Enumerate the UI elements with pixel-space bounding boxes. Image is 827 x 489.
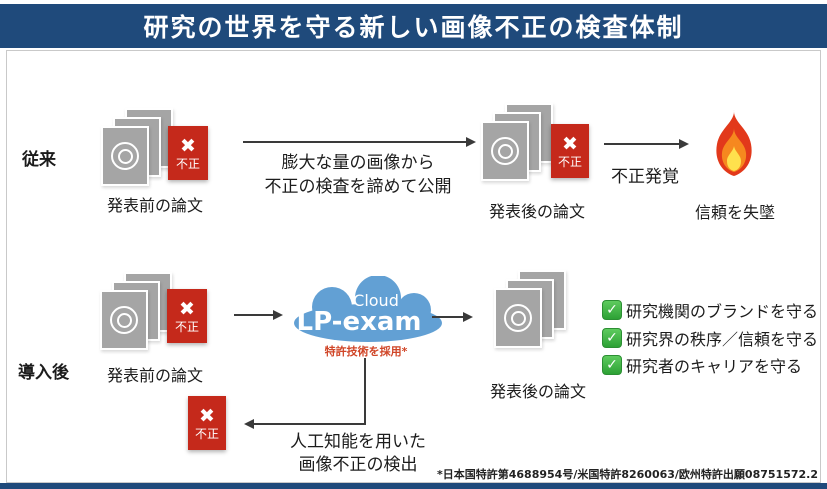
flow-arrow-to-cloud: [234, 310, 283, 320]
caption-papers-pre-after: 発表前の論文: [106, 366, 203, 385]
check-icon: ✓: [602, 355, 622, 375]
image-emblem-icon: [111, 142, 139, 170]
arrowhead-icon: [463, 312, 473, 322]
caption-papers-post-before: 発表後の論文: [488, 202, 585, 221]
fraud-badge: ✖ 不正: [551, 124, 589, 178]
benefit-item: ✓ 研究者のキャリアを守る: [602, 354, 802, 376]
paper-sheet: [101, 126, 149, 186]
image-emblem-icon: [110, 306, 138, 334]
connector-line: [364, 358, 366, 425]
fraud-badge-label: 不正: [174, 319, 199, 334]
benefit-label: 研究者のキャリアを守る: [626, 357, 803, 376]
cloud-icon: Cloud LP-exam: [292, 275, 444, 342]
x-icon: ✖: [199, 404, 215, 427]
caption-papers-post-after: 発表後の論文: [489, 382, 586, 401]
check-icon: ✓: [602, 300, 622, 320]
discovery-label: 不正発覚: [611, 167, 679, 187]
fraud-badge: ✖ 不正: [188, 396, 226, 450]
fraud-badge: ✖ 不正: [168, 126, 208, 180]
row-label-after: 導入後: [18, 363, 69, 383]
benefit-label: 研究機関のブランドを守る: [626, 302, 819, 321]
trust-lost-label: 信頼を失墜: [694, 203, 775, 222]
connector-line: [253, 423, 366, 425]
paper-sheet: [481, 121, 529, 181]
arrowhead-icon: [679, 139, 689, 149]
row-label-before: 従来: [22, 150, 56, 170]
bottom-accent-bar: [0, 483, 827, 489]
image-emblem-icon: [491, 137, 519, 165]
benefit-label: 研究界の秩序／信頼を守る: [626, 330, 819, 349]
fraud-badge: ✖ 不正: [167, 289, 207, 343]
paper-sheet: [100, 290, 148, 350]
publish-note-line1: 膨大な量の画像から: [281, 153, 435, 173]
arrowhead-icon: [466, 137, 476, 147]
caption-papers-pre-before: 発表前の論文: [106, 196, 203, 215]
papers-stack-icon: [100, 272, 174, 352]
flame-icon: [716, 110, 752, 176]
paper-sheet: [494, 288, 542, 348]
flow-arrow-to-published: [432, 312, 473, 322]
product-name: LP-exam: [297, 307, 422, 337]
patent-note: 特許技術を採用*: [324, 345, 408, 358]
ai-detection-note: 人工知能を用いた 画像不正の検出: [280, 431, 436, 477]
flow-arrow-publish: [243, 137, 476, 147]
flow-arrow-discovery: [604, 139, 689, 149]
image-emblem-icon: [504, 304, 532, 332]
title-banner: 研究の世界を守る新しい画像不正の検査体制: [0, 4, 827, 48]
publish-note-line2: 不正の検査を諦めて公開: [264, 177, 452, 197]
arrowhead-icon: [273, 310, 283, 320]
benefit-item: ✓ 研究界の秩序／信頼を守る: [602, 327, 818, 349]
cloud-word: Cloud: [353, 291, 399, 310]
patent-footnote: *日本国特許第4688954号/米国特許8260063/欧州特許出願087515…: [436, 468, 818, 481]
fraud-badge-label: 不正: [194, 426, 219, 441]
papers-stack-icon: [494, 270, 568, 350]
page-title: 研究の世界を守る新しい画像不正の検査体制: [143, 13, 684, 42]
ai-note-line1: 人工知能を用いた: [290, 432, 426, 452]
fraud-badge-label: 不正: [557, 154, 582, 169]
ai-note-line2: 画像不正の検出: [298, 455, 418, 475]
fraud-badge-label: 不正: [175, 156, 200, 171]
x-icon: ✖: [562, 132, 578, 155]
x-icon: ✖: [180, 134, 196, 157]
papers-stack-icon: [481, 103, 555, 183]
publish-note: 膨大な量の画像から 不正の検査を諦めて公開: [245, 151, 471, 199]
x-icon: ✖: [179, 297, 195, 320]
papers-stack-icon: [101, 108, 175, 188]
benefit-item: ✓ 研究機関のブランドを守る: [602, 299, 818, 321]
check-icon: ✓: [602, 328, 622, 348]
arrowhead-icon: [244, 419, 254, 429]
